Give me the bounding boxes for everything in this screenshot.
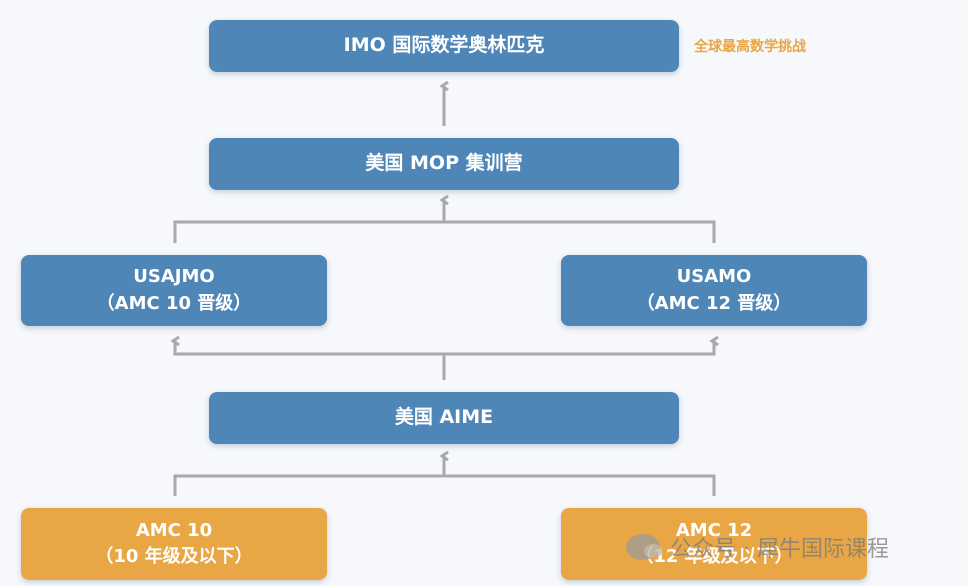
node-usajmo: USAJMO （AMC 10 晋级） [21,255,327,326]
node-usamo-line1: USAMO [676,266,752,288]
node-mop: 美国 MOP 集训营 [209,138,679,190]
node-usamo: USAMO （AMC 12 晋级） [561,255,867,326]
node-imo: IMO 国际数学奥林匹克 [209,20,679,72]
node-usamo-line2: （AMC 12 晋级） [636,292,792,314]
node-imo-label: IMO 国际数学奥林匹克 [343,34,545,57]
node-aime: 美国 AIME [209,392,679,444]
node-amc12: AMC 12 （12 年级及以下） [561,508,867,580]
connector-amc-to-aime [173,474,716,496]
wechat-icon [626,534,662,560]
node-amc12-line1: AMC 12 [675,519,753,541]
node-amc10-line1: AMC 10 [135,519,213,541]
node-amc12-line2: （12 年级及以下） [635,546,793,567]
arrow-aime-to-usajmo [175,341,444,356]
node-amc10: AMC 10 （10 年级及以下） [21,508,327,580]
watermark: 公众号 · 犀牛国际课程 [626,531,889,563]
node-mop-label: 美国 MOP 集训营 [365,152,523,175]
node-aime-label: 美国 AIME [394,406,494,429]
imo-note: 全球最高数学挑战 [694,39,806,55]
node-amc10-line2: （10 年级及以下） [95,546,253,567]
node-usajmo-line1: USAJMO [133,266,215,288]
node-usajmo-line2: （AMC 10 晋级） [96,292,252,314]
arrow-aime-to-usamo [444,341,714,356]
watermark-label: 公众号 · 犀牛国际课程 [670,537,889,562]
connector-jmo-amo-to-mop [173,220,716,243]
